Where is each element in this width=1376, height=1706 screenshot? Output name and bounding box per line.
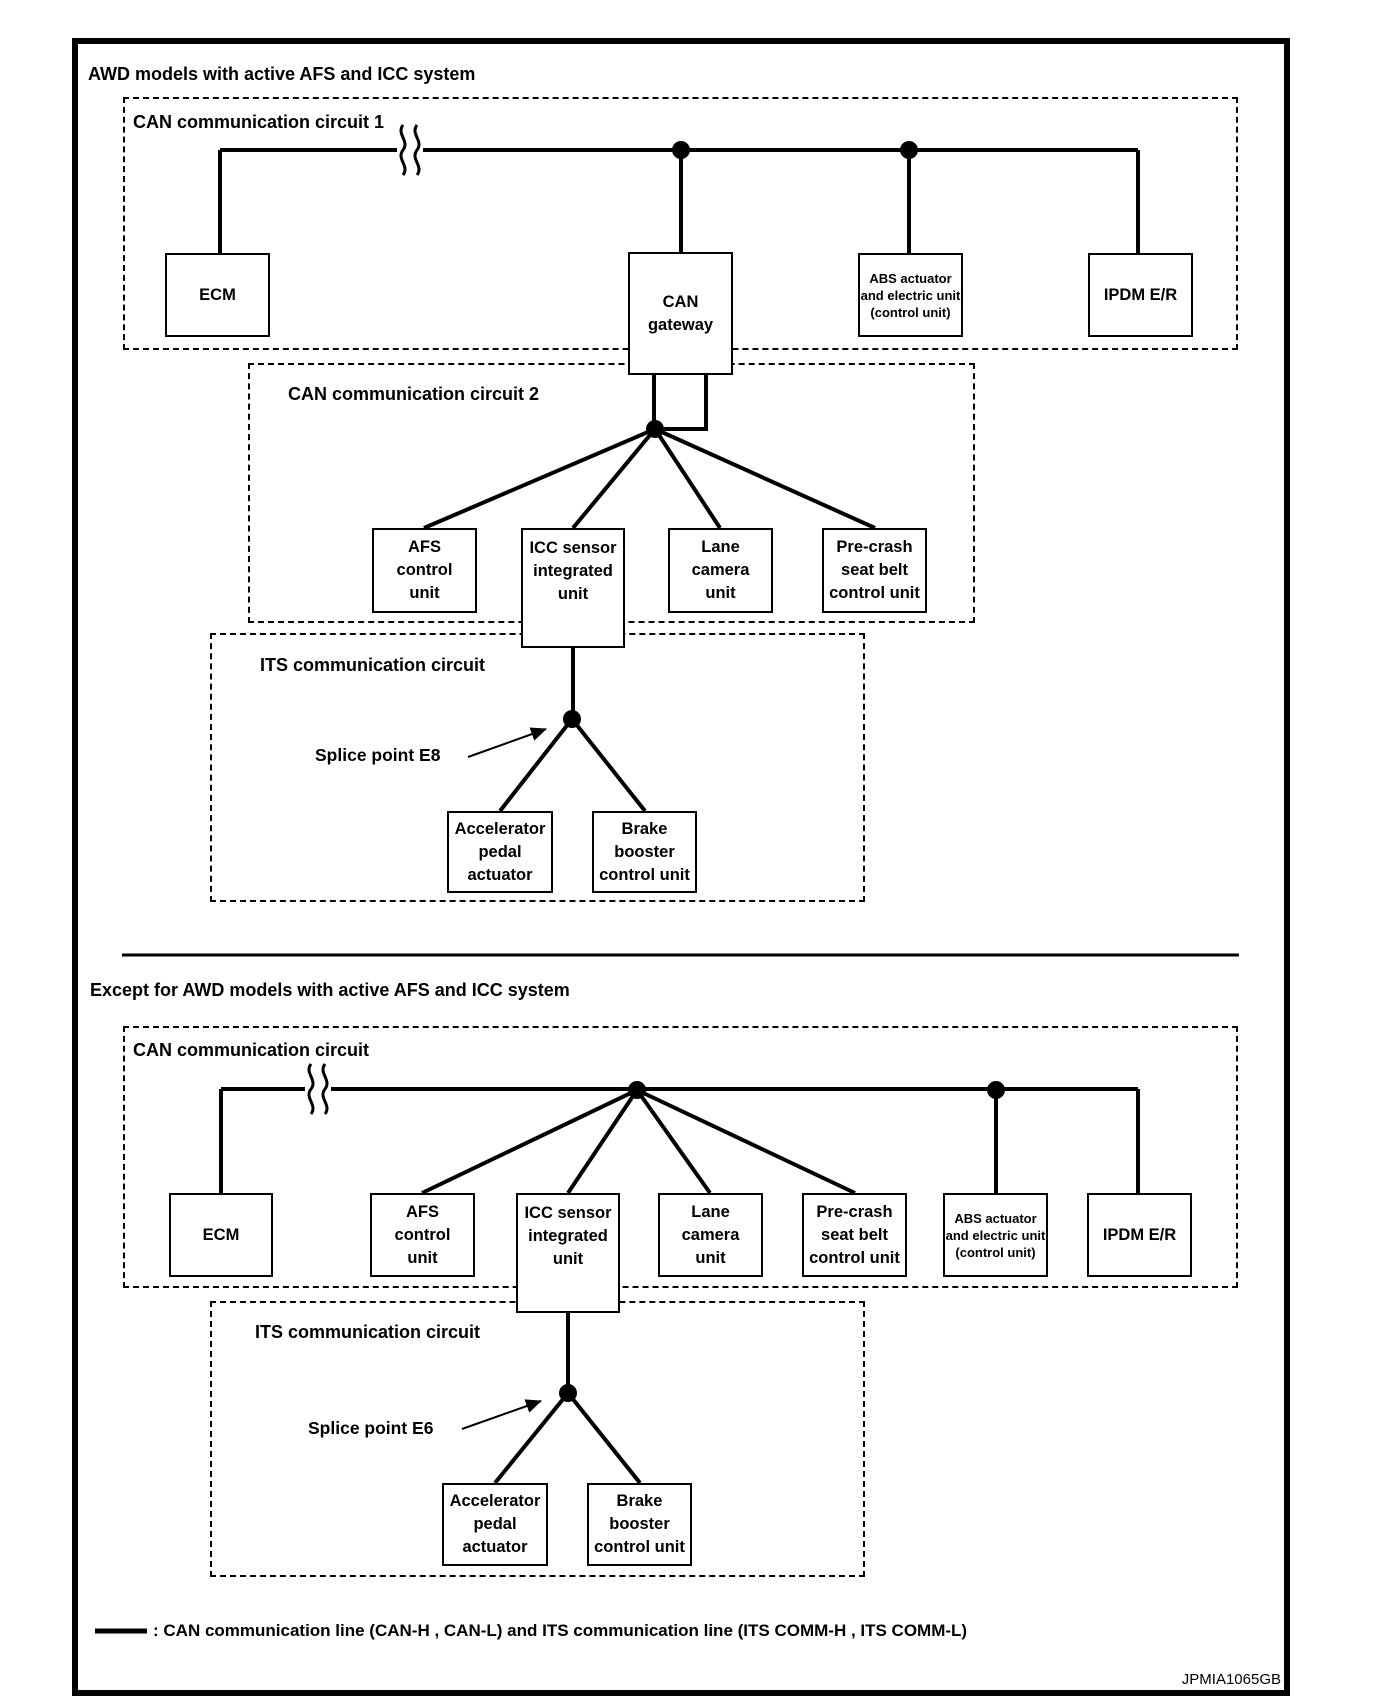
splice-arrow (467, 727, 547, 758)
its-circuit-1-lines (498, 648, 647, 813)
node-ecm-1: ECM (165, 253, 270, 337)
node-brake-booster-2: Brake booster control unit (587, 1483, 692, 1566)
splice-dot-e6 (559, 1384, 577, 1402)
can-circuit-2-label: CAN communication circuit 2 (288, 384, 540, 404)
junction-dot (900, 141, 918, 159)
node-abs-actuator-2: ABS actuator and electric unit (control … (943, 1193, 1048, 1277)
node-ipdm-er-1: IPDM E/R (1088, 253, 1193, 337)
section2-title: Except for AWD models with active AFS an… (90, 980, 570, 1000)
can-circuit-label: CAN communication circuit (133, 1040, 370, 1060)
its-circuit-2-lines (493, 1313, 642, 1485)
legend-text: : CAN communication line (CAN-H , CAN-L)… (153, 1621, 968, 1640)
splice-arrow (461, 1399, 542, 1430)
can-circuit-lines (219, 1087, 1140, 1195)
figure-code: JPMIA1065GB (1181, 1671, 1281, 1688)
section1-title: AWD models with active AFS and ICC syste… (88, 64, 476, 84)
junction-dot (646, 420, 664, 438)
node-lane-camera-2: Lane camera unit (658, 1193, 763, 1277)
line-break-symbol (397, 124, 423, 176)
figure-border (72, 38, 1290, 1696)
node-abs-actuator-1: ABS actuator and electric unit (control … (858, 253, 963, 337)
can-circuit-box (123, 1026, 1238, 1288)
node-lane-camera-1: Lane camera unit (668, 528, 773, 613)
junction-dot (987, 1081, 1005, 1099)
its-circuit-2-label: ITS communication circuit (255, 1322, 481, 1342)
node-icc-sensor-1: ICC sensor integrated unit (521, 528, 625, 648)
node-accel-pedal-1: Accelerator pedal actuator (447, 811, 553, 893)
node-afs-control-1: AFS control unit (372, 528, 477, 613)
node-ipdm-er-2: IPDM E/R (1087, 1193, 1192, 1277)
node-precrash-seatbelt-2: Pre-crash seat belt control unit (802, 1193, 907, 1277)
line-break-symbol (305, 1063, 331, 1115)
splice-dot-e8 (563, 710, 581, 728)
splice-point-e6-label: Splice point E6 (308, 1418, 434, 1438)
can-circuit-2-lines (423, 427, 876, 530)
node-precrash-seatbelt-1: Pre-crash seat belt control unit (822, 528, 927, 613)
splice-point-e8-label: Splice point E8 (315, 745, 441, 765)
its-circuit-1-label: ITS communication circuit (260, 655, 486, 675)
node-can-gateway: CAN gateway (628, 252, 733, 375)
junction-dot (628, 1081, 646, 1099)
node-brake-booster-1: Brake booster control unit (592, 811, 697, 893)
node-accel-pedal-2: Accelerator pedal actuator (442, 1483, 548, 1566)
node-afs-control-2: AFS control unit (370, 1193, 475, 1277)
junction-dot (672, 141, 690, 159)
can-circuit-1-label: CAN communication circuit 1 (133, 112, 385, 132)
node-icc-sensor-2: ICC sensor integrated unit (516, 1193, 620, 1313)
node-ecm-2: ECM (169, 1193, 273, 1277)
